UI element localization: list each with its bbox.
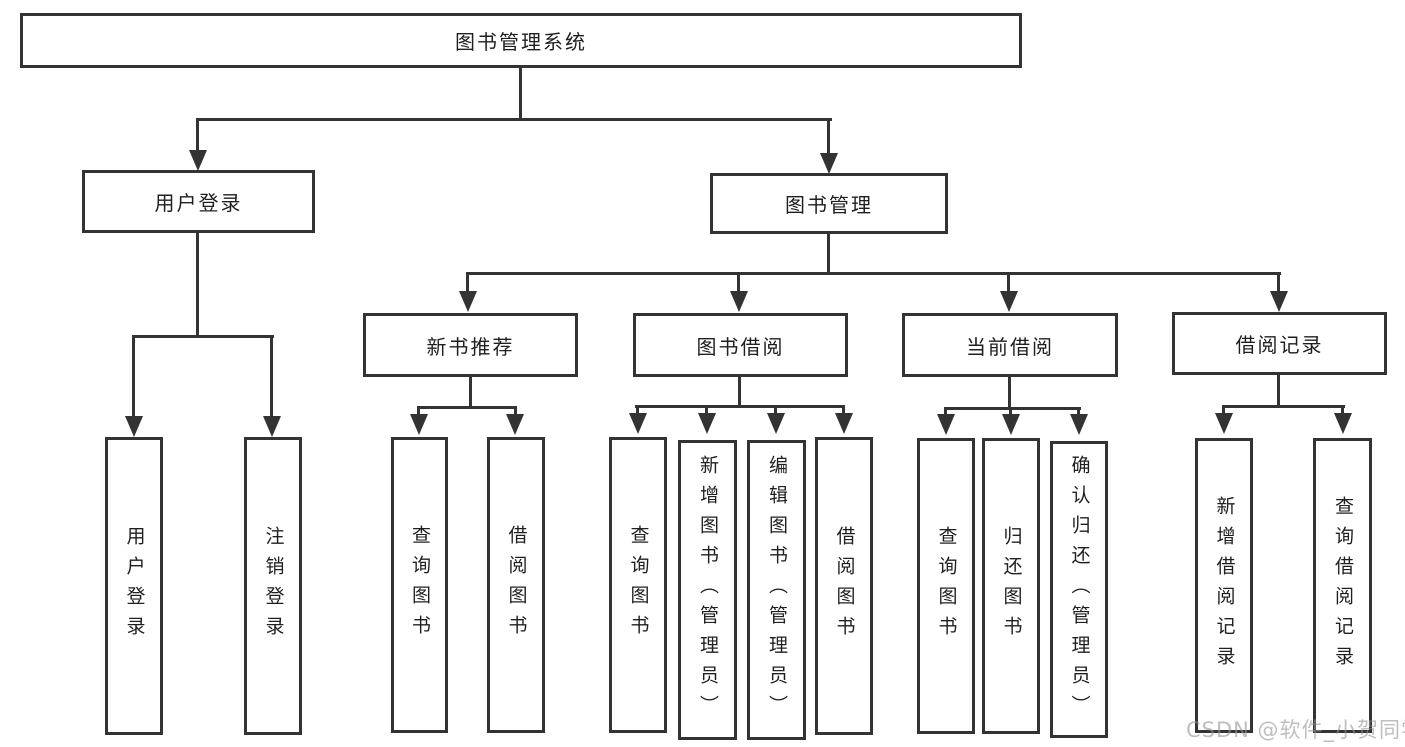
node-label: 用户登录 bbox=[123, 526, 146, 646]
connector-line bbox=[737, 272, 740, 292]
arrow-down-icon bbox=[820, 153, 838, 174]
node-book-borrowing: 图书借阅 bbox=[633, 313, 848, 377]
node-label: 新书推荐 bbox=[426, 334, 515, 359]
connector-line bbox=[1341, 405, 1344, 413]
node-label: 新增图书（管理员） bbox=[697, 455, 719, 725]
connector-line bbox=[827, 118, 830, 156]
node-label: 当前借阅 bbox=[966, 334, 1054, 359]
connector-line bbox=[466, 272, 1281, 275]
node-label: 图书管理系统 bbox=[455, 30, 587, 54]
arrow-down-icon bbox=[1215, 413, 1233, 434]
node-book-management: 图书管理 bbox=[710, 173, 948, 234]
connector-line bbox=[705, 405, 708, 415]
node-new-book-recommend: 新书推荐 bbox=[363, 313, 578, 377]
connector-line bbox=[417, 406, 420, 415]
connector-line bbox=[270, 335, 273, 417]
arrow-down-icon bbox=[629, 413, 647, 434]
node-add-book-admin: 新增图书（管理员） bbox=[678, 440, 737, 740]
connector-line bbox=[635, 405, 845, 408]
node-edit-book-admin: 编辑图书（管理员） bbox=[747, 440, 806, 740]
node-label: 编辑图书（管理员） bbox=[766, 455, 788, 725]
connector-line bbox=[132, 335, 135, 417]
node-label: 用户登录 bbox=[154, 191, 243, 215]
node-borrowing-records: 借阅记录 bbox=[1172, 312, 1387, 375]
arrow-down-icon bbox=[506, 414, 524, 435]
connector-line bbox=[1222, 405, 1345, 408]
node-label: 借阅图书 bbox=[505, 525, 528, 645]
node-label: 确认归还（管理员） bbox=[1068, 454, 1091, 725]
connector-line bbox=[1009, 407, 1012, 415]
connector-line bbox=[519, 68, 522, 120]
connector-line bbox=[1007, 272, 1010, 292]
node-query-books: 查询图书 bbox=[609, 437, 667, 733]
node-user-login-leaf: 用户登录 bbox=[105, 437, 163, 735]
connector-line bbox=[636, 405, 639, 415]
connector-line bbox=[196, 118, 832, 121]
connector-line bbox=[774, 405, 777, 415]
node-borrow-books: 借阅图书 bbox=[487, 437, 545, 733]
node-label: 借阅图书 bbox=[833, 526, 856, 646]
arrow-down-icon bbox=[410, 414, 428, 435]
arrow-down-icon bbox=[1270, 291, 1288, 312]
arrow-down-icon bbox=[730, 291, 748, 312]
node-query-books: 查询图书 bbox=[917, 438, 975, 734]
arrow-down-icon bbox=[459, 291, 477, 312]
node-current-borrowing: 当前借阅 bbox=[902, 313, 1118, 377]
connector-line bbox=[1008, 377, 1011, 409]
arrow-down-icon bbox=[937, 414, 955, 435]
node-confirm-return-admin: 确认归还（管理员） bbox=[1050, 441, 1108, 738]
connector-line bbox=[466, 272, 469, 292]
connector-line bbox=[1277, 272, 1280, 292]
connector-line bbox=[944, 407, 947, 415]
node-label: 查询图书 bbox=[409, 525, 431, 645]
node-logout: 注销登录 bbox=[244, 437, 302, 735]
node-label: 归还图书 bbox=[1000, 526, 1023, 646]
connector-line bbox=[842, 405, 845, 415]
connector-line bbox=[132, 335, 274, 338]
connector-line bbox=[469, 377, 472, 408]
arrow-down-icon bbox=[767, 413, 785, 434]
node-label: 新增借阅记录 bbox=[1213, 495, 1236, 676]
connector-line bbox=[196, 118, 199, 154]
connector-line bbox=[738, 377, 741, 407]
node-borrow-books: 借阅图书 bbox=[815, 437, 873, 735]
node-query-borrow-record: 查询借阅记录 bbox=[1313, 438, 1372, 733]
node-label: 查询图书 bbox=[627, 525, 650, 645]
arrow-down-icon bbox=[835, 413, 853, 434]
connector-line bbox=[1222, 405, 1225, 413]
connector-line bbox=[514, 406, 517, 415]
node-label: 图书管理 bbox=[785, 193, 873, 217]
node-label: 查询借阅记录 bbox=[1332, 495, 1354, 676]
connector-line bbox=[417, 406, 517, 409]
node-label: 借阅记录 bbox=[1235, 333, 1324, 357]
node-add-borrow-record: 新增借阅记录 bbox=[1195, 438, 1253, 733]
arrow-down-icon bbox=[1000, 291, 1018, 312]
node-return-books: 归还图书 bbox=[982, 438, 1040, 734]
arrow-down-icon bbox=[1070, 414, 1088, 435]
node-user-login: 用户登录 bbox=[82, 170, 315, 233]
node-query-books: 查询图书 bbox=[391, 437, 448, 733]
node-library-system: 图书管理系统 bbox=[20, 13, 1022, 68]
arrow-down-icon bbox=[1334, 413, 1352, 434]
node-label: 查询图书 bbox=[935, 526, 958, 646]
node-label: 图书借阅 bbox=[696, 334, 785, 359]
arrow-down-icon bbox=[263, 416, 281, 437]
connector-line bbox=[827, 234, 830, 274]
arrow-down-icon bbox=[125, 416, 143, 437]
node-label: 注销登录 bbox=[262, 526, 285, 646]
connector-line bbox=[944, 407, 1081, 410]
connector-line bbox=[1077, 407, 1080, 415]
arrow-down-icon bbox=[698, 413, 716, 434]
connector-line bbox=[1277, 375, 1280, 407]
csdn-watermark: CSDN @软件_小贺同学 bbox=[1186, 718, 1405, 742]
arrow-down-icon bbox=[1002, 414, 1020, 435]
arrow-down-icon bbox=[189, 150, 207, 171]
connector-line bbox=[196, 233, 199, 337]
